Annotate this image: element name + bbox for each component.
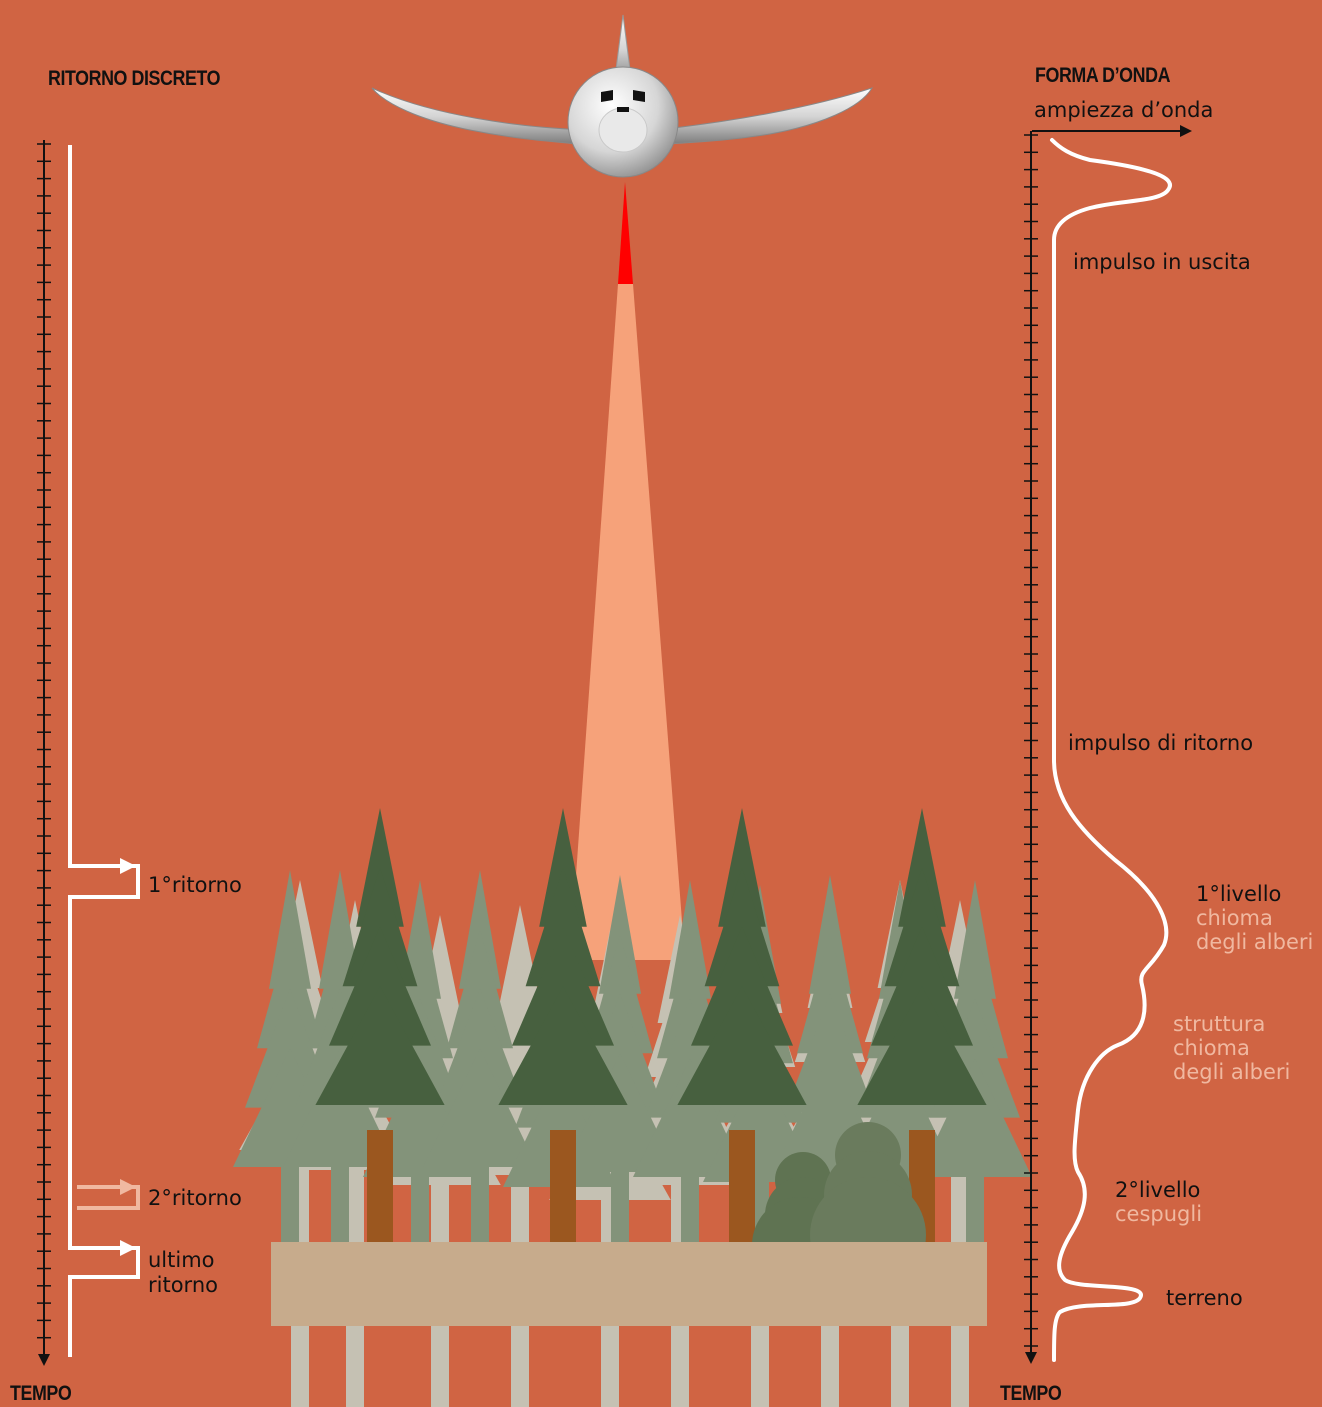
amplitude-axis-arrow: [1032, 125, 1192, 137]
waveform-title: FORMA D’ONDA: [1035, 64, 1170, 88]
level1-label: 1°livello: [1196, 882, 1281, 906]
discrete-return-signal: [70, 145, 138, 1357]
second-return-marker: [77, 1179, 138, 1208]
left-time-label: TEMPO: [10, 1382, 71, 1406]
level2-label: 2°livello: [1115, 1178, 1200, 1202]
structure-label-3: degli alberi: [1173, 1060, 1290, 1084]
return-pulse-label: impulso di ritorno: [1068, 731, 1253, 755]
laser-beam: [570, 182, 685, 960]
outgoing-pulse-label: impulso in uscita: [1073, 250, 1251, 274]
ground-label: terreno: [1166, 1286, 1243, 1310]
amplitude-label: ampiezza d’onda: [1034, 98, 1213, 122]
level2-sub-label: cespugli: [1115, 1202, 1202, 1226]
last-return-label-2: ritorno: [148, 1273, 218, 1297]
level1-sub-label-2: degli alberi: [1196, 930, 1313, 954]
second-return-label: 2°ritorno: [148, 1186, 242, 1210]
structure-label-1: struttura: [1173, 1012, 1265, 1036]
level1-sub-label-1: chioma: [1196, 906, 1273, 930]
right-axis-arrowhead: [1025, 1352, 1037, 1364]
left-time-axis: [37, 140, 51, 1356]
last-return-label-1: ultimo: [148, 1248, 215, 1272]
discrete-return-title: RITORNO DISCRETO: [48, 67, 220, 91]
first-return-label: 1°ritorno: [148, 873, 242, 897]
right-time-label: TEMPO: [1000, 1382, 1061, 1406]
structure-label-2: chioma: [1173, 1036, 1250, 1060]
drone-icon: [372, 15, 872, 177]
left-axis-arrowhead: [38, 1354, 50, 1366]
